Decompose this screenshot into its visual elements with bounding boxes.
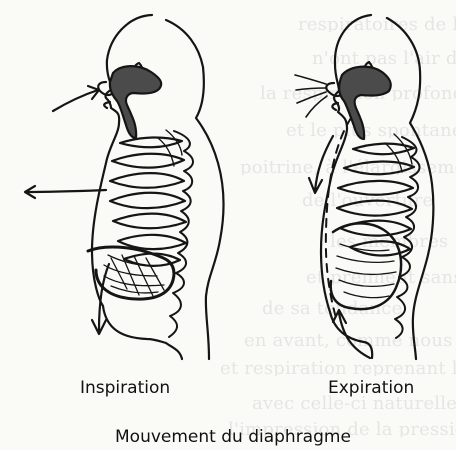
inspiration-shoulder-curve [158, 130, 182, 166]
inspiration-air-arrow [53, 86, 99, 111]
expiration-vertebrae [395, 137, 420, 338]
inspiration-figure [25, 15, 224, 359]
expiration-figure [295, 15, 433, 359]
inspiration-rib-3 [110, 173, 184, 188]
inspiration-rib-1 [120, 137, 182, 147]
expiration-air-line-4 [306, 96, 327, 117]
expiration-label: Expiration [328, 378, 414, 398]
expiration-diaphragm-dome [331, 223, 401, 309]
expiration-rib-2 [344, 162, 414, 175]
expiration-abdomen-lines [336, 244, 396, 298]
expiration-rib-5 [340, 221, 411, 236]
inspiration-abdomen-lines [104, 255, 164, 296]
expiration-up-arrow [333, 310, 370, 358]
inspiration-label: Inspiration [80, 378, 170, 398]
expiration-air-line-1 [295, 75, 326, 84]
diagram-caption: Mouvement du diaphragme [115, 427, 351, 447]
expiration-air-line-2 [296, 88, 326, 90]
expiration-rib-4 [337, 201, 412, 216]
inspiration-rib-5 [113, 214, 186, 229]
expiration-rib-3 [338, 181, 413, 195]
inspiration-rib-4 [110, 193, 185, 208]
expiration-air-line-3 [297, 92, 326, 103]
inspiration-chest-arrow [25, 186, 106, 198]
